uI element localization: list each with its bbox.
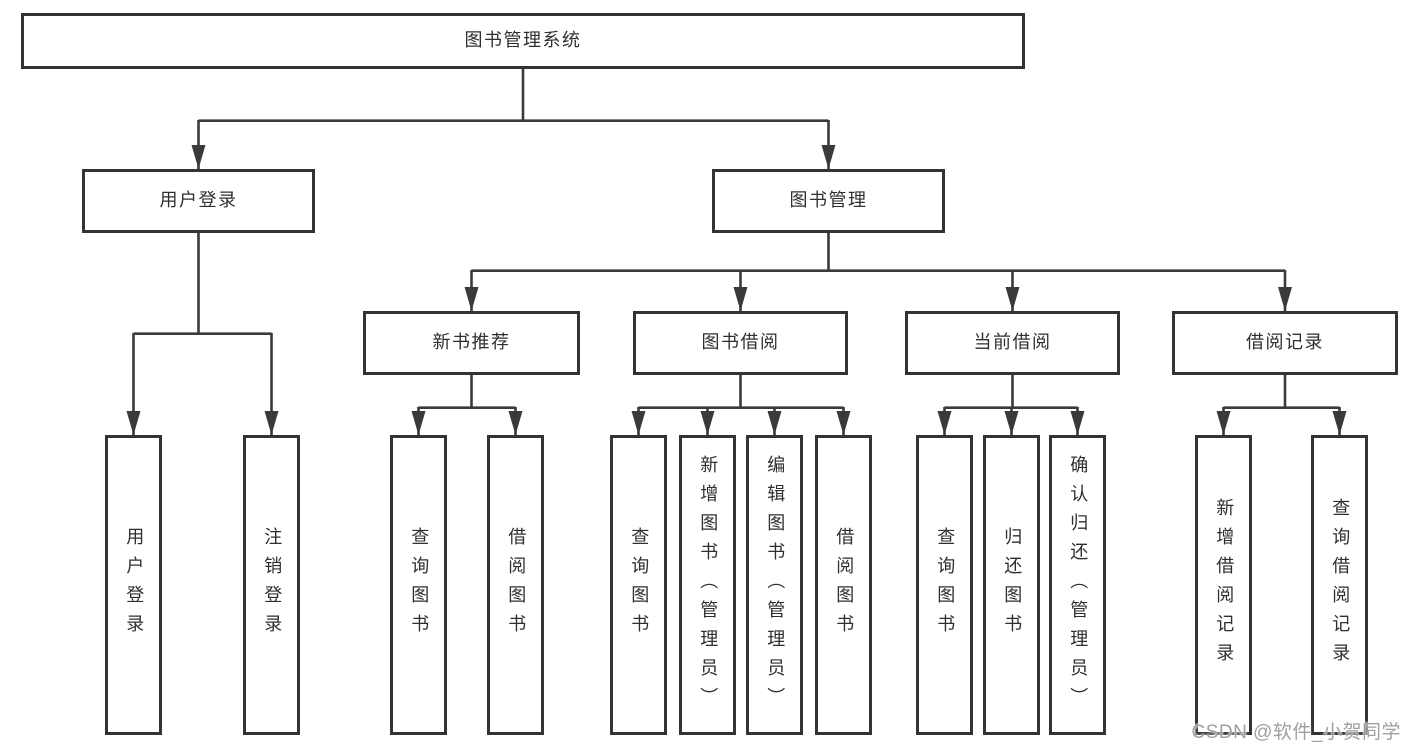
- node-leaf-edit-books-admin: 编辑图书（管理员）: [746, 435, 803, 735]
- leaf-label: 查询借阅记录: [1330, 498, 1351, 672]
- leaf-label: 借阅图书: [834, 527, 855, 643]
- leaf-label: 确认归还（管理员）: [1068, 454, 1089, 716]
- node-leaf-borrow-books-newbook: 借阅图书: [487, 435, 544, 735]
- leaf-label: 注销登录: [262, 527, 283, 643]
- node-leaf-borrow-books: 借阅图书: [815, 435, 872, 735]
- node-leaf-return-books: 归还图书: [983, 435, 1040, 735]
- leaf-label: 用户登录: [124, 527, 145, 643]
- node-new-book-recommend: 新书推荐: [363, 311, 580, 375]
- leaf-label: 新增借阅记录: [1214, 498, 1235, 672]
- node-leaf-add-books-admin: 新增图书（管理员）: [679, 435, 736, 735]
- node-current-borrowing: 当前借阅: [905, 311, 1120, 375]
- node-book-management: 图书管理: [712, 169, 945, 233]
- node-leaf-user-login: 用户登录: [105, 435, 162, 735]
- leaf-label: 查询图书: [629, 527, 650, 643]
- node-book-borrowing: 图书借阅: [633, 311, 848, 375]
- leaf-label: 归还图书: [1002, 527, 1023, 643]
- node-leaf-confirm-return-admin: 确认归还（管理员）: [1049, 435, 1106, 735]
- node-leaf-add-borrow-record: 新增借阅记录: [1195, 435, 1252, 735]
- node-leaf-query-books-newbook: 查询图书: [390, 435, 447, 735]
- node-user-login: 用户登录: [82, 169, 315, 233]
- leaf-label: 查询图书: [935, 527, 956, 643]
- node-leaf-logout: 注销登录: [243, 435, 300, 735]
- csdn-watermark: CSDN @软件_小贺同学: [1191, 722, 1401, 743]
- node-leaf-query-books-borrow: 查询图书: [610, 435, 667, 735]
- node-root-library-system: 图书管理系统: [21, 13, 1025, 69]
- leaf-label: 编辑图书（管理员）: [765, 454, 786, 716]
- leaf-label: 借阅图书: [506, 527, 527, 643]
- leaf-label: 查询图书: [409, 527, 430, 643]
- node-leaf-query-books-current: 查询图书: [916, 435, 973, 735]
- node-leaf-query-borrow-record: 查询借阅记录: [1311, 435, 1368, 735]
- leaf-label: 新增图书（管理员）: [698, 454, 719, 716]
- node-borrowing-records: 借阅记录: [1172, 311, 1398, 375]
